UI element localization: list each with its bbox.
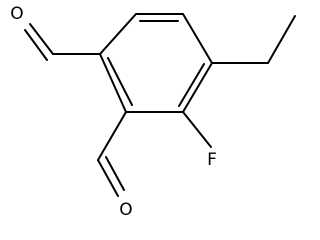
ring-bond-3: [182, 13, 213, 64]
ring-bond-4-inner: [178, 63, 205, 107]
aldehyde-top-co-bond-1: [29, 23, 54, 55]
benzene-ring: [99, 13, 213, 113]
fluorine-bond: [182, 111, 212, 148]
ethyl-substituent: [211, 15, 296, 64]
aldehyde-bottom-co-bond-2: [105, 156, 125, 191]
ring-bond-4: [182, 62, 213, 113]
aldehyde-top: O: [10, 4, 101, 61]
oxygen-label-bottom: O: [119, 200, 132, 220]
aldehyde-bottom: O: [97, 111, 133, 220]
ethyl-bond-2: [267, 15, 296, 64]
fluorine-substituent: F: [182, 111, 217, 170]
aldehyde-top-co-bond-2: [24, 29, 48, 61]
oxygen-label-top: O: [10, 4, 23, 24]
fluorine-label: F: [207, 150, 217, 170]
ring-bond-1: [99, 13, 137, 55]
molecule-structure: O O F: [10, 4, 296, 220]
aldehyde-bottom-c-bond: [97, 111, 127, 161]
aldehyde-bottom-co-bond-1: [97, 159, 119, 197]
ring-bond-6: [99, 53, 127, 113]
ring-bond-6-inner: [107, 57, 133, 106]
